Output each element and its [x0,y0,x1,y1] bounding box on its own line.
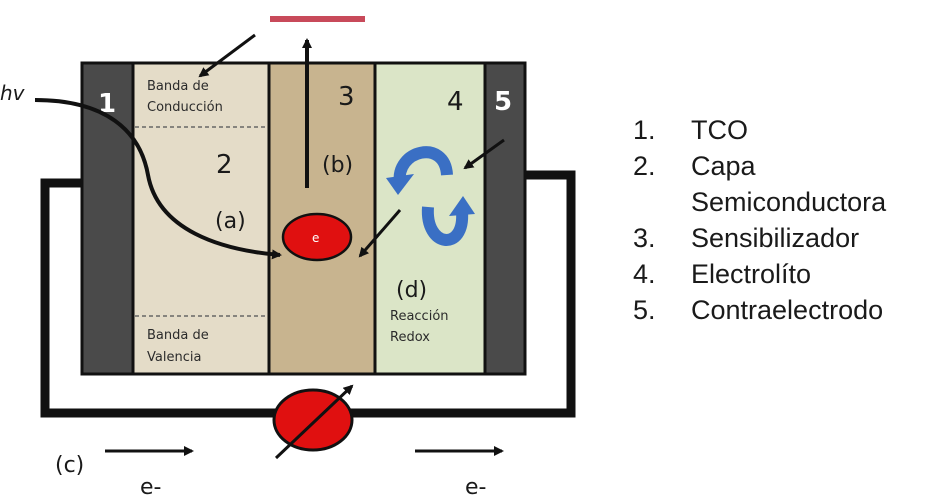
legend-item: 1. TCO [633,112,951,148]
layer-semiconductor [131,61,271,376]
legend-text: TCO [691,115,748,145]
legend-list: 1. TCO 2. Capa Semiconductora 3. Sensibiliz… [633,112,951,328]
photon-path [34,98,282,260]
electron-flow-label-left: e- [140,475,161,497]
regeneration-arrow-1 [358,209,402,258]
legend-item: 2. Capa [633,148,951,184]
layer-counter-electrode [483,61,527,376]
label-a: (a) [215,209,246,234]
legend-num: 3. [633,223,656,253]
electron-ellipse [281,212,353,262]
conduction-band-label-1: Banda de [147,79,209,94]
regeneration-arrow-2 [463,138,505,170]
layer-number-3: 3 [338,82,355,112]
redox-label-1: Reacción [390,309,449,324]
label-c: (c) [55,453,84,478]
legend-text: Sensibilizador [691,223,860,253]
label-d: (d) [396,278,427,303]
legend-text: Capa [691,151,756,181]
layer-number-4: 4 [447,87,464,117]
redox-arrowhead-bottom [449,196,475,216]
load-arrow [274,384,354,460]
legend-num: 1. [633,115,656,145]
legend-item: 5. Contraelectrodo [633,292,951,328]
redox-cycle-arrow-bottom [421,206,469,246]
label-b: (b) [322,153,353,178]
legend-item: 3. Sensibilizador [633,220,951,256]
legend-num: 4. [633,259,656,289]
conduction-band-label-2: Conducción [147,100,223,115]
legend-num: 2. [633,151,656,181]
redox-arrowhead-top [386,174,414,195]
legend-text: Electrolíto [691,259,812,289]
electron-symbol: e [312,231,319,245]
legend-item-continuation: Semiconductora [633,184,951,220]
legend-text: Semiconductora [691,187,887,217]
redox-cycle-arrow-top [393,146,453,184]
layer-number-2: 2 [216,150,233,180]
redox-label-2: Redox [390,330,430,345]
valence-band-label-1: Banda de [147,328,209,343]
hv-label: hv [0,81,26,105]
legend-text: Contraelectrodo [691,295,884,325]
legend-item: 4. Electrolíto [633,256,951,292]
layer-number-5: 5 [494,87,512,117]
valence-band-label-2: Valencia [147,350,201,365]
legend-num: 5. [633,295,656,325]
electron-flow-label-right: e- [465,475,486,497]
injection-arrow [198,33,256,78]
